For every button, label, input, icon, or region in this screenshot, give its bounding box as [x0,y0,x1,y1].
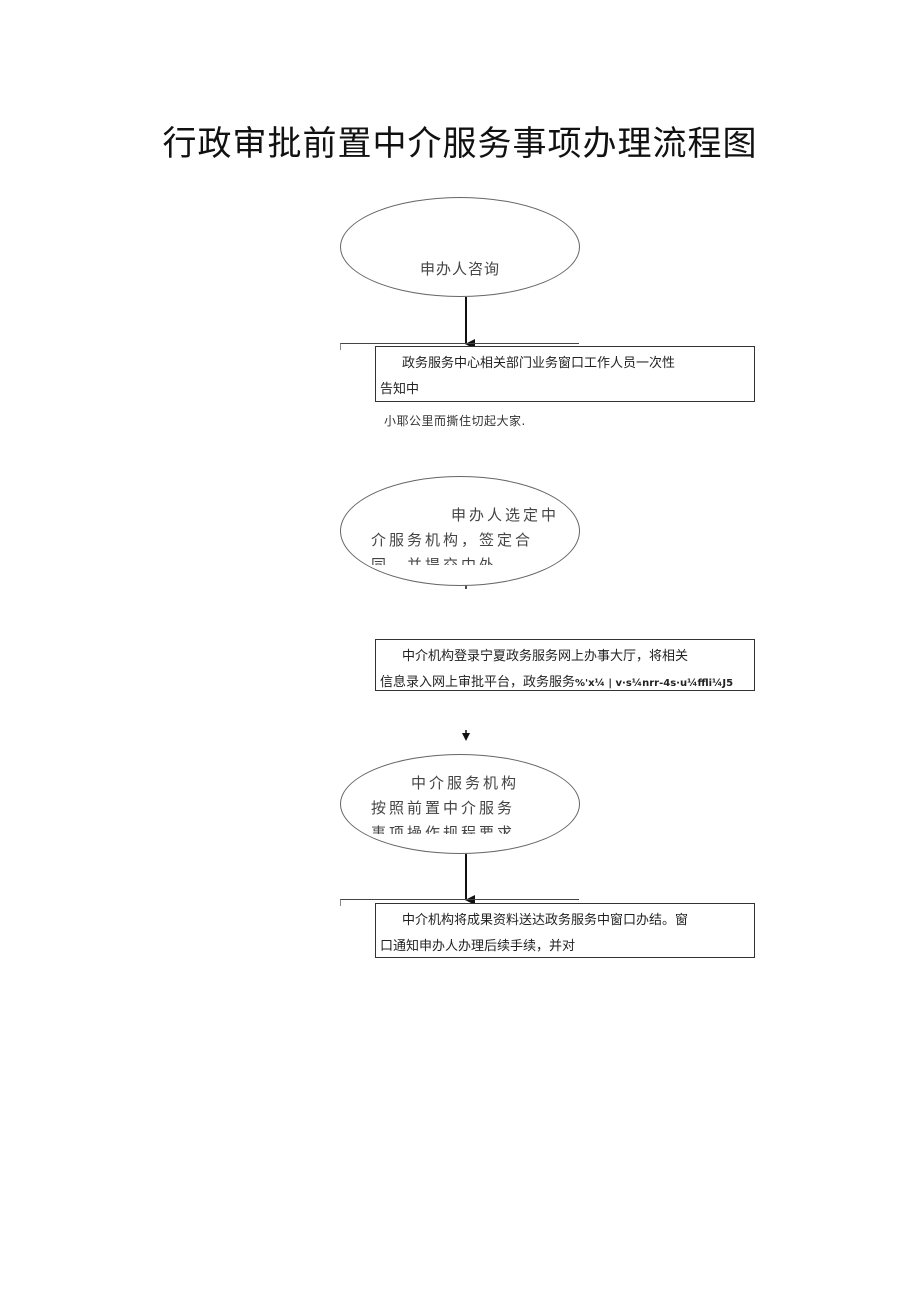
step-consult-label: 申办人咨询 [419,260,500,278]
select-agency-text: 申办人选定中 介服务机构，签定合 同，并提交中外 [371,503,559,565]
agency-service-line2: 按照前置中介服务 [371,799,516,817]
select-agency-ellipse: 申办人选定中 介服务机构，签定合 同，并提交中外 [340,476,580,586]
agency-service-line3: 事项操作规程要求 [371,824,516,834]
select-agency-line2: 介服务机构，签定合 [371,531,534,549]
box-3-top-edge [340,899,579,906]
inform-box-line2: 告知中 [380,382,420,397]
online-entry-line2-garbled: %'x¼ | v·s¼nrr-4s·u¼ffli¼J5 [575,678,734,689]
arrow-3-head [462,733,470,741]
online-entry-line2: 信息录入网上审批平台，政务服务%'x¼ | v·s¼nrr-4s·u¼ffli¼… [380,670,750,697]
online-entry-line2-text: 信息录入网上审批平台，政务服务 [380,675,576,690]
agency-service-ellipse: 中介服务机构 按照前置中介服务 事项操作规程要求 [340,754,580,854]
box-1-top-edge [340,343,579,350]
page-title: 行政审批前置中介服务事项办理流程图 [162,124,758,164]
inform-box-line1: 政务服务中心相关部门业务窗口工作人员一次性 [402,356,676,371]
step-consult-ellipse: 申办人咨询 [340,197,580,297]
online-entry-line1: 中介机构登录宁夏政务服务网上办事大厅，将相关 [402,649,689,664]
agency-service-line1: 中介服务机构 [410,774,519,792]
inform-note: 小耶公里而撕住切起大家. [384,414,526,428]
inform-box: 政务服务中心相关部门业务窗口工作人员一次性 告知中 [375,346,755,402]
agency-service-text: 中介服务机构 按照前置中介服务 事项操作规程要求 [371,771,559,834]
select-agency-line3: 同，并提交中外 [371,556,498,565]
deliver-box-line1: 中介机构将成果资料送达政务服务中窗口办结。窗 [402,913,689,928]
select-agency-line1: 申办人选定中 [450,506,559,524]
online-entry-box: 中介机构登录宁夏政务服务网上办事大厅，将相关 信息录入网上审批平台，政务服务%'… [375,639,755,691]
deliver-box: 中介机构将成果资料送达政务服务中窗口办结。窗 口通知申办人办理后续手续，并对 [375,903,755,958]
deliver-box-line2: 口通知申办人办理后续手续，并对 [380,939,576,954]
